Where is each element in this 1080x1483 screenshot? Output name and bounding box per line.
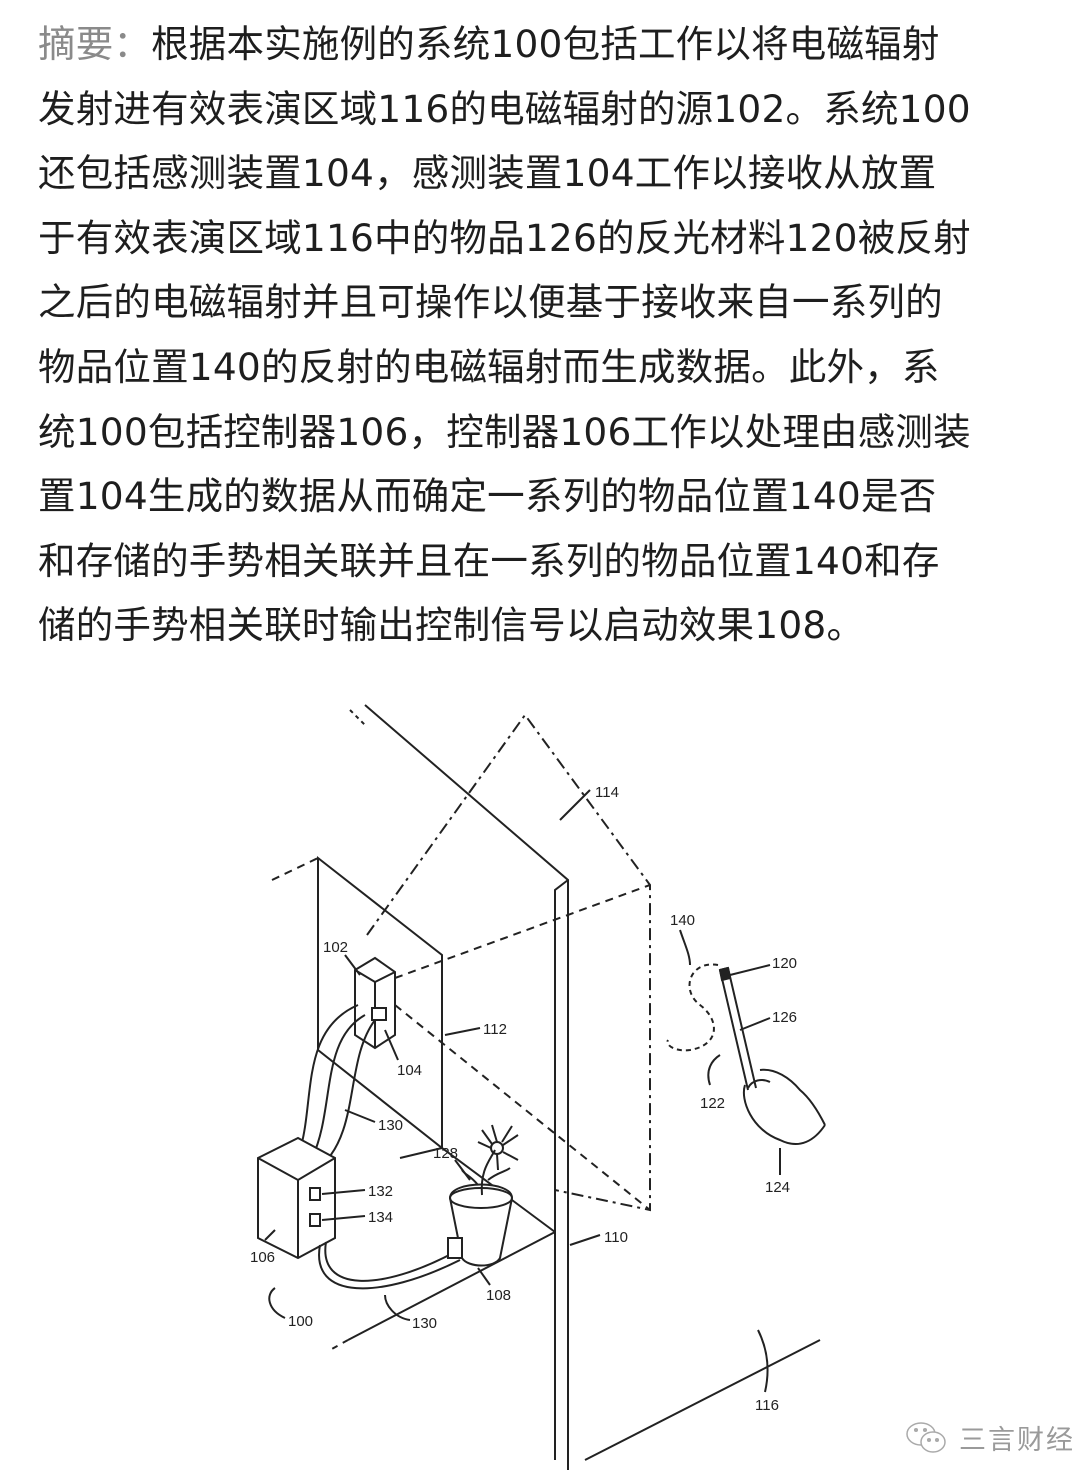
watermark-text: 三言财经 [959, 1425, 1075, 1456]
label-104: 104 [397, 1062, 422, 1079]
label-112: 112 [483, 1021, 507, 1038]
abstract-line: 还包括感测装置104，感测装置104工作以接收从放置 [38, 151, 937, 196]
label-110: 110 [604, 1229, 628, 1246]
abstract-line: 发射进有效表演区域116的电磁辐射的源102。系统100 [38, 86, 971, 131]
wechat-icon [906, 1421, 946, 1453]
label-102: 102 [323, 939, 348, 956]
patent-figure: 114 140 120 126 122 124 102 104 112 130 … [250, 704, 826, 1470]
label-116: 116 [755, 1397, 779, 1414]
abstract-line: 物品位置140的反射的电磁辐射而生成数据。此外，系 [38, 344, 940, 389]
watermark: 三言财经 [905, 1418, 1075, 1457]
abstract-label: 摘要： [38, 22, 152, 66]
label-100: 100 [288, 1313, 313, 1330]
label-140: 140 [670, 912, 695, 929]
abstract-line: 和存储的手势相关联并且在一系列的物品位置140和存 [38, 538, 940, 583]
abstract-line: 统100包括控制器106，控制器106工作以处理由感测装 [38, 409, 971, 454]
label-130-upper: 130 [378, 1117, 403, 1134]
label-106: 106 [250, 1249, 275, 1266]
label-114: 114 [595, 784, 619, 801]
abstract-line: 置104生成的数据从而确定一系列的物品位置140是否 [38, 474, 937, 519]
label-132: 132 [368, 1183, 393, 1200]
abstract-text: 摘要：根据本实施例的系统100包括工作以将电磁辐射 发射进有效表演区域116的电… [38, 12, 1048, 658]
abstract-line: 储的手势相关联时输出控制信号以启动效果108。 [38, 603, 865, 648]
label-134: 134 [368, 1209, 393, 1226]
label-128: 128 [433, 1145, 458, 1162]
abstract-line: 摘要：根据本实施例的系统100包括工作以将电磁辐射 [38, 22, 940, 66]
label-124: 124 [765, 1179, 790, 1196]
label-120: 120 [772, 955, 797, 972]
label-122: 122 [700, 1095, 725, 1112]
abstract-line: 之后的电磁辐射并且可操作以便基于接收来自一系列的 [38, 280, 943, 325]
label-130-lower: 130 [412, 1315, 437, 1332]
label-126: 126 [772, 1009, 797, 1026]
abstract-line: 于有效表演区域116中的物品126的反光材料120被反射 [38, 215, 971, 260]
label-108: 108 [486, 1287, 511, 1304]
